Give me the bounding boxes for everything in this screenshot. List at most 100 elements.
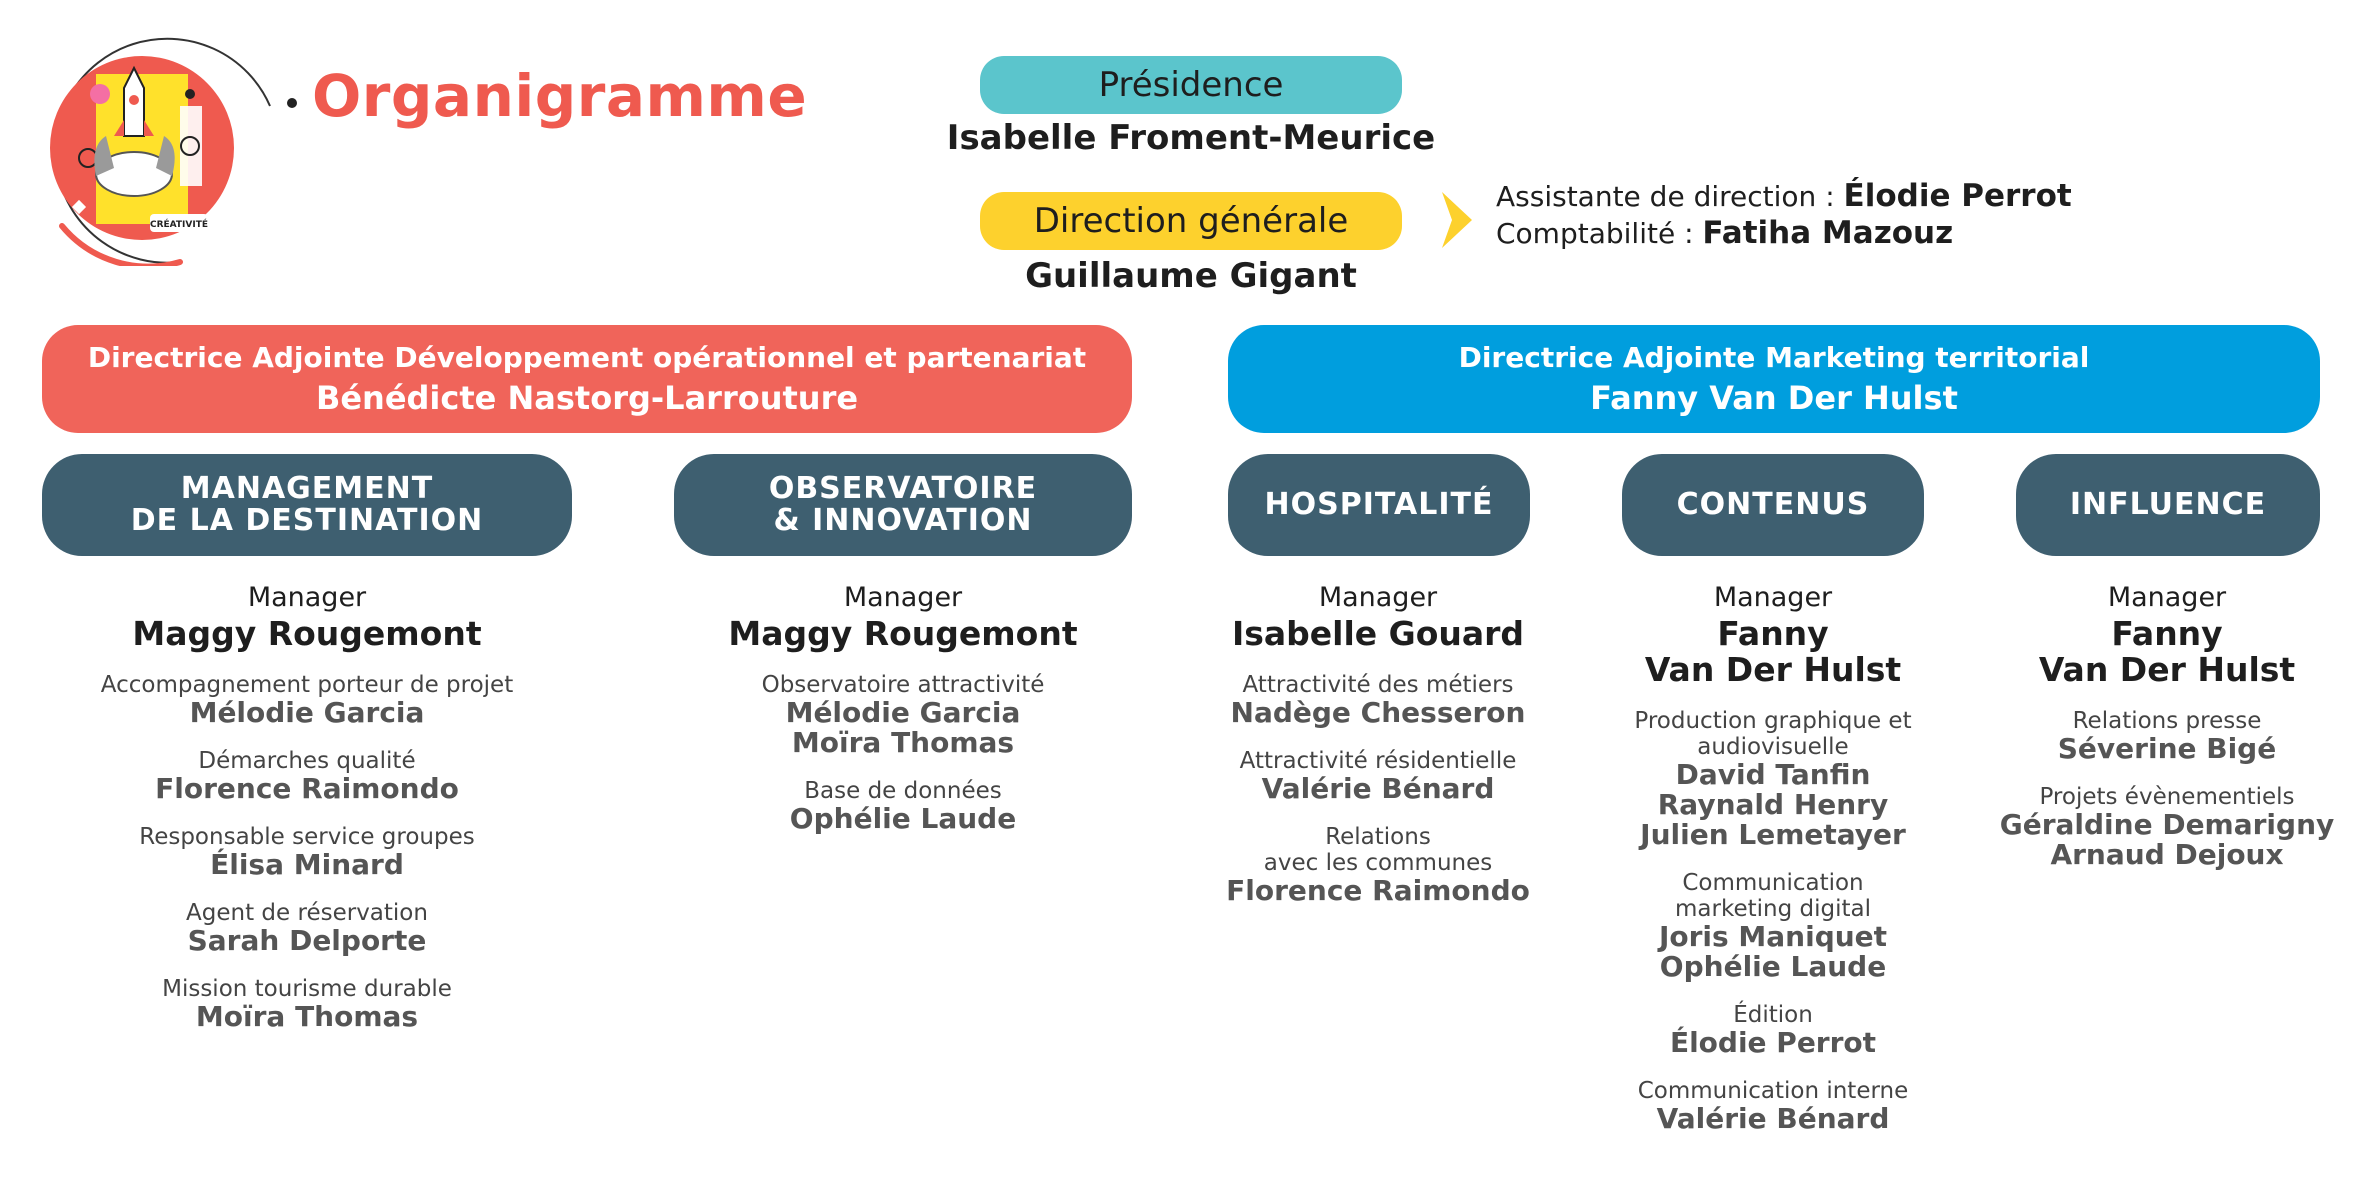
person-name: Séverine Bigé [2057, 732, 2277, 765]
person-name: Élisa Minard [210, 848, 404, 881]
role-label: Base de données [804, 778, 1002, 804]
branch-development: Directrice Adjointe Développement opérat… [42, 325, 1132, 433]
department-title: CONTENUS [1676, 487, 1870, 522]
role-label: Mission tourisme durable [162, 976, 452, 1002]
person-name: Julien Lemetayer [1640, 818, 1906, 851]
department-title: DE LA DESTINATION [130, 503, 484, 538]
role-label: Attractivité des métiers [1242, 672, 1514, 698]
role-label: avec les communes [1263, 850, 1493, 876]
accounting-line: Comptabilité : Fatiha Mazouz [1496, 215, 2072, 252]
role-label: Communication [1682, 870, 1864, 896]
department-title: MANAGEMENT [180, 471, 434, 506]
manager-label: Manager [1713, 582, 1833, 613]
branch-title: Directrice Adjointe Marketing territoria… [1458, 341, 2090, 374]
role-label: Observatoire attractivité [761, 672, 1045, 698]
person-name: Valérie Bénard [1261, 772, 1495, 805]
person-name: Moïra Thomas [791, 726, 1015, 759]
assistant-line: Assistante de direction : Élodie Perrot [1496, 178, 2072, 215]
department-title: INFLUENCE [2069, 487, 2267, 522]
person-name: Géraldine Demarigny [1999, 808, 2335, 841]
manager-label: Manager [247, 582, 367, 613]
manager-label: Manager [843, 582, 963, 613]
role-label: Communication interne [1637, 1078, 1909, 1104]
department-contenus: CONTENUS [1622, 454, 1924, 556]
assistants-list: Assistante de direction : Élodie Perrot … [1496, 178, 2072, 252]
role-label: Agent de réservation [186, 900, 428, 926]
presidence-name: Isabelle Froment-Meurice [946, 118, 1436, 158]
role-label: Production graphique et [1634, 708, 1912, 734]
role-label: Relations [1325, 824, 1431, 850]
branch-title: Directrice Adjointe Développement opérat… [87, 341, 1087, 374]
person-name: Nadège Chesseron [1230, 696, 1526, 729]
manager-label: Manager [2107, 582, 2227, 613]
person-name: Ophélie Laude [1659, 950, 1887, 983]
accounting-role: Comptabilité : [1496, 217, 1703, 250]
role-label: audiovisuelle [1697, 734, 1849, 760]
logo-badge-text: CRÉATIVITÉ [150, 218, 208, 230]
person-name: Valérie Bénard [1656, 1102, 1890, 1135]
branch-name: Bénédicte Nastorg-Larrouture [315, 379, 859, 417]
role-label: Projets évènementiels [2039, 784, 2295, 810]
person-name: Sarah Delporte [187, 924, 427, 957]
logo: CRÉATIVITÉ [30, 36, 280, 270]
page-title: Organigramme [312, 62, 808, 130]
person-name: Raynald Henry [1657, 788, 1889, 821]
assistant-name: Élodie Perrot [1843, 178, 2072, 214]
manager-name: Van Der Hulst [1644, 650, 1902, 689]
department-title: & INNOVATION [773, 503, 1033, 538]
manager-name: Fanny [2111, 614, 2223, 653]
manager-name: Van Der Hulst [2038, 650, 2296, 689]
person-name: Ophélie Laude [789, 802, 1017, 835]
manager-name: Maggy Rougemont [728, 614, 1078, 653]
presidence-label: Présidence [980, 56, 1402, 114]
person-name: Joris Maniquet [1658, 920, 1888, 953]
person-name: David Tanfin [1675, 758, 1871, 791]
person-name: Mélodie Garcia [189, 696, 425, 729]
person-name: Moïra Thomas [195, 1000, 419, 1033]
branch-name: Fanny Van Der Hulst [1590, 379, 1958, 417]
direction-name: Guillaume Gigant [1025, 256, 1357, 296]
branch-marketing: Directrice Adjointe Marketing territoria… [1228, 325, 2320, 433]
department-hospitalite: HOSPITALITÉ [1228, 454, 1530, 556]
accounting-name: Fatiha Mazouz [1702, 215, 1954, 251]
role-label: Attractivité résidentielle [1239, 748, 1517, 774]
person-name: Élodie Perrot [1669, 1026, 1877, 1059]
department-title: HOSPITALITÉ [1264, 487, 1494, 522]
manager-name: Fanny [1717, 614, 1829, 653]
role-label: Relations presse [2072, 708, 2262, 734]
role-label: Accompagnement porteur de projet [100, 672, 514, 698]
department-influence: INFLUENCE [2016, 454, 2320, 556]
person-name: Arnaud Dejoux [2050, 838, 2284, 871]
department-title: OBSERVATOIRE [768, 471, 1038, 506]
manager-name: Isabelle Gouard [1231, 614, 1525, 653]
role-label: marketing digital [1675, 896, 1871, 922]
role-label: Édition [1733, 1002, 1813, 1028]
role-label: Démarches qualité [198, 748, 416, 774]
person-name: Florence Raimondo [1226, 874, 1530, 907]
department-observatoire-innovation: OBSERVATOIRE& INNOVATION [674, 454, 1132, 556]
direction-label: Direction générale [980, 192, 1402, 250]
manager-name: Maggy Rougemont [132, 614, 482, 653]
